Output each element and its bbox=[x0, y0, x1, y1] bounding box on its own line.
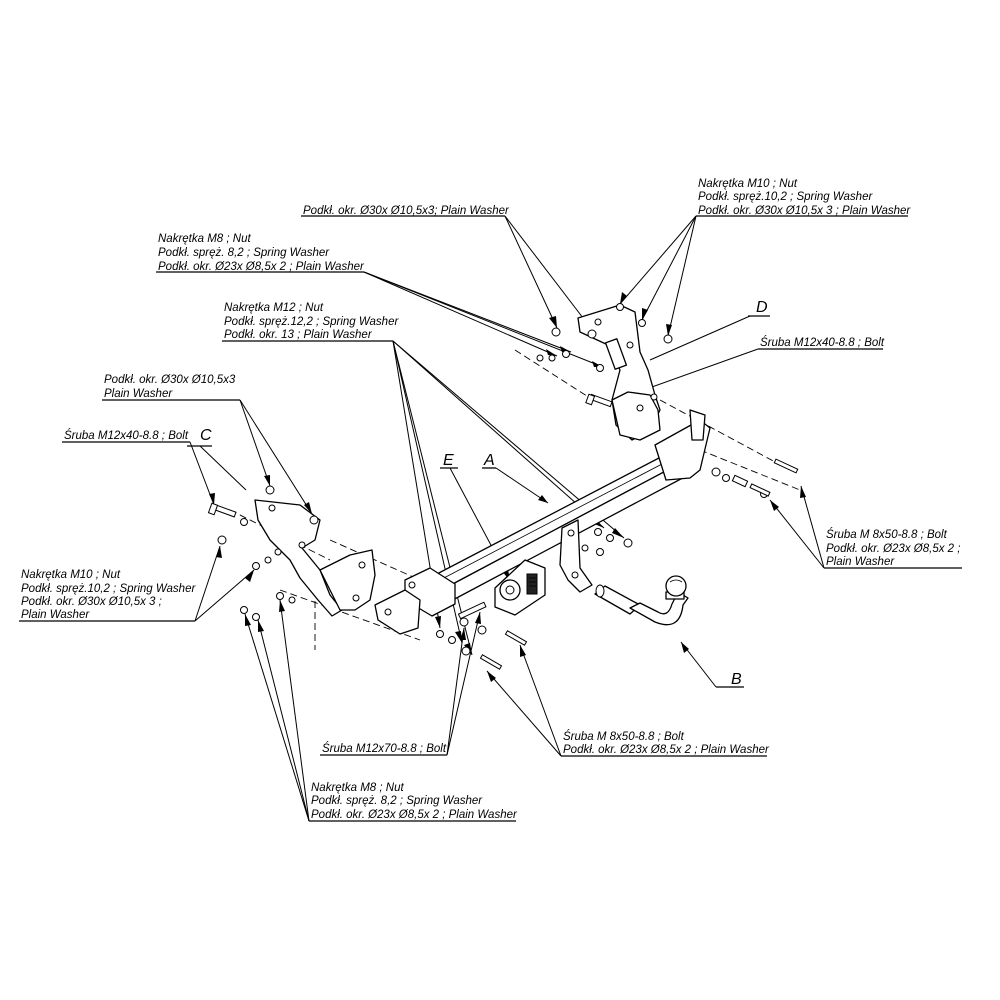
nut-icon bbox=[616, 303, 624, 311]
part-letter-d-text: D bbox=[756, 299, 768, 316]
label-bolt-c-text: Śruba M12x40-8.8 ; Bolt bbox=[64, 429, 189, 442]
bolt-c-icon bbox=[207, 502, 237, 518]
arrowheads bbox=[209, 292, 806, 682]
label-top-right-nut: Nakrętka M10 ; Nut Podkł. spręż.10,2 ; S… bbox=[696, 178, 911, 217]
bolt-icon bbox=[773, 458, 799, 474]
label-m8-lower: Nakrętka M8 ; Nut Podkł. spręż. 8,2 ; Sp… bbox=[309, 782, 518, 822]
plain-washer-icon bbox=[596, 548, 604, 556]
bolt-d-icon bbox=[585, 393, 613, 408]
label-bottom-bolt-line2: Podkł. okr. Ø23x Ø8,5x 2 ; Plain Washer bbox=[563, 744, 770, 756]
label-bolt-m12x70: Śruba M12x70-8.8 ; Bolt bbox=[320, 742, 447, 756]
label-bottom-bolt: Śruba M 8x50-8.8 ; Bolt Podkł. okr. Ø23x… bbox=[561, 730, 770, 757]
plain-washer-icon bbox=[711, 467, 721, 477]
plain-washer-icon bbox=[461, 646, 471, 656]
center-bracket bbox=[559, 519, 593, 593]
plain-washer-icon bbox=[477, 625, 487, 635]
bolt-icon bbox=[749, 483, 771, 497]
label-right-bolt-line2: Podkł. okr. Ø23x Ø8,5x 2 ; bbox=[826, 543, 960, 555]
bolt-m12x70-icon bbox=[457, 601, 487, 627]
spring-washer-icon bbox=[606, 534, 614, 542]
nut-icon bbox=[581, 544, 589, 552]
part-letter-b-text: B bbox=[731, 671, 742, 688]
nut-icon bbox=[594, 528, 602, 536]
label-m8-upper-line2: Podkł. spręż. 8,2 ; Spring Washer bbox=[158, 247, 330, 259]
nut-icon bbox=[240, 606, 248, 614]
beam-right-mount bbox=[654, 409, 711, 481]
plain-washer-icon bbox=[240, 518, 248, 526]
label-m12-nut-line2: Podkł. spręż.12,2 ; Spring Washer bbox=[224, 316, 399, 328]
spring-washer-icon bbox=[252, 613, 260, 621]
label-left-nut: Nakrętka M10 ; Nut Podkł. spręż.10,2 ; S… bbox=[19, 569, 196, 622]
socket-plate-e bbox=[494, 559, 546, 616]
label-bolt-m12x70-text: Śruba M12x70-8.8 ; Bolt bbox=[322, 742, 447, 755]
label-bolt-d: Śruba M12x40-8.8 ; Bolt bbox=[758, 336, 885, 350]
nut-icon bbox=[288, 596, 296, 604]
right-bolt-group bbox=[711, 458, 799, 498]
beam-left-mount bbox=[374, 567, 456, 635]
label-m8-lower-line3: Podkł. okr. Ø23x Ø8,5x 2 ; Plain Washer bbox=[311, 809, 518, 821]
bracket-c bbox=[254, 499, 376, 617]
label-left-washer-line2: Plain Washer bbox=[104, 388, 173, 400]
bracket-d bbox=[577, 304, 661, 441]
label-left-washer-line1: Podkł. okr. Ø30x Ø10,5x3 bbox=[104, 374, 236, 386]
nut-icon bbox=[217, 535, 227, 545]
label-left-nut-line2: Podkł. spręż.10,2 ; Spring Washer bbox=[21, 583, 196, 595]
label-right-bolt-line1: Śruba M 8x50-8.8 ; Bolt bbox=[826, 528, 948, 541]
label-m8-upper: Nakrętka M8 ; Nut Podkł. spręż. 8,2 ; Sp… bbox=[156, 233, 365, 273]
label-left-nut-line1: Nakrętka M10 ; Nut bbox=[21, 569, 121, 581]
label-bottom-bolt-line1: Śruba M 8x50-8.8 ; Bolt bbox=[563, 730, 685, 743]
part-letter-c-text: C bbox=[200, 427, 212, 444]
label-top-washer: Podkł. okr. Ø30x Ø10,5x3; Plain Washer bbox=[301, 205, 510, 217]
towball-b bbox=[594, 575, 689, 626]
plain-washer-icon bbox=[551, 327, 561, 337]
label-right-bolt-line3: Plain Washer bbox=[826, 556, 895, 568]
spring-washer-icon bbox=[722, 474, 730, 482]
plain-washer-icon bbox=[623, 538, 633, 548]
plain-washer-icon bbox=[309, 515, 319, 525]
bottom-bolt-icon bbox=[479, 630, 528, 670]
label-right-bolt: Śruba M 8x50-8.8 ; Bolt Podkł. okr. Ø23x… bbox=[824, 528, 962, 569]
spring-washer-icon bbox=[252, 562, 260, 570]
label-left-nut-line4: Plain Washer bbox=[21, 609, 90, 621]
main-beam-a bbox=[434, 446, 695, 603]
label-bolt-d-text: Śruba M12x40-8.8 ; Bolt bbox=[760, 336, 885, 349]
plain-washer-icon bbox=[587, 329, 597, 339]
label-top-right-nut-line2: Podkł. spręż.10,2 ; Spring Washer bbox=[698, 191, 873, 203]
hardware bbox=[207, 303, 799, 670]
part-letter-e: E bbox=[440, 452, 458, 469]
nut-icon bbox=[731, 474, 749, 488]
label-left-washer: Podkł. okr. Ø30x Ø10,5x3 Plain Washer bbox=[102, 374, 240, 401]
part-letter-d: D bbox=[748, 299, 770, 317]
label-top-right-nut-line1: Nakrętka M10 ; Nut bbox=[698, 178, 798, 190]
part-letter-e-text: E bbox=[443, 452, 454, 469]
part-letter-b: B bbox=[716, 671, 744, 688]
nut-icon bbox=[274, 548, 282, 556]
label-bolt-c: Śruba M12x40-8.8 ; Bolt bbox=[62, 429, 190, 443]
label-left-nut-line3: Podkł. okr. Ø30x Ø10,5x 3 ; bbox=[21, 596, 162, 608]
label-m8-upper-line3: Podkł. okr. Ø23x Ø8,5x 2 ; Plain Washer bbox=[158, 261, 365, 273]
plain-washer-icon bbox=[276, 592, 284, 600]
label-m12-nut-line3: Podkł. okr. 13 ; Plain Washer bbox=[224, 329, 373, 341]
plain-washer-icon bbox=[663, 334, 673, 344]
plain-washer-icon bbox=[264, 556, 272, 564]
label-m8-lower-line1: Nakrętka M8 ; Nut bbox=[311, 782, 404, 794]
plain-washer-icon bbox=[596, 364, 604, 372]
nut-icon bbox=[436, 630, 444, 638]
spring-washer-icon bbox=[448, 636, 456, 644]
part-letter-a: A bbox=[482, 452, 496, 469]
label-m8-lower-line2: Podkł. spręż. 8,2 ; Spring Washer bbox=[311, 795, 483, 807]
plain-washer-icon bbox=[265, 485, 275, 495]
spring-washer-icon bbox=[548, 354, 556, 362]
nut-icon bbox=[536, 354, 544, 362]
label-m8-upper-line1: Nakrętka M8 ; Nut bbox=[158, 233, 251, 245]
plain-washer-icon bbox=[562, 350, 570, 358]
label-m12-nut: Nakrętka M12 ; Nut Podkł. spręż.12,2 ; S… bbox=[222, 302, 399, 342]
label-m12-nut-line1: Nakrętka M12 ; Nut bbox=[224, 302, 324, 314]
part-letter-a-text: A bbox=[483, 452, 495, 469]
label-top-washer-text: Podkł. okr. Ø30x Ø10,5x3; Plain Washer bbox=[303, 205, 510, 217]
label-top-right-nut-line3: Podkł. okr. Ø30x Ø10,5x 3 ; Plain Washer bbox=[698, 205, 911, 217]
spring-washer-icon bbox=[638, 319, 646, 327]
